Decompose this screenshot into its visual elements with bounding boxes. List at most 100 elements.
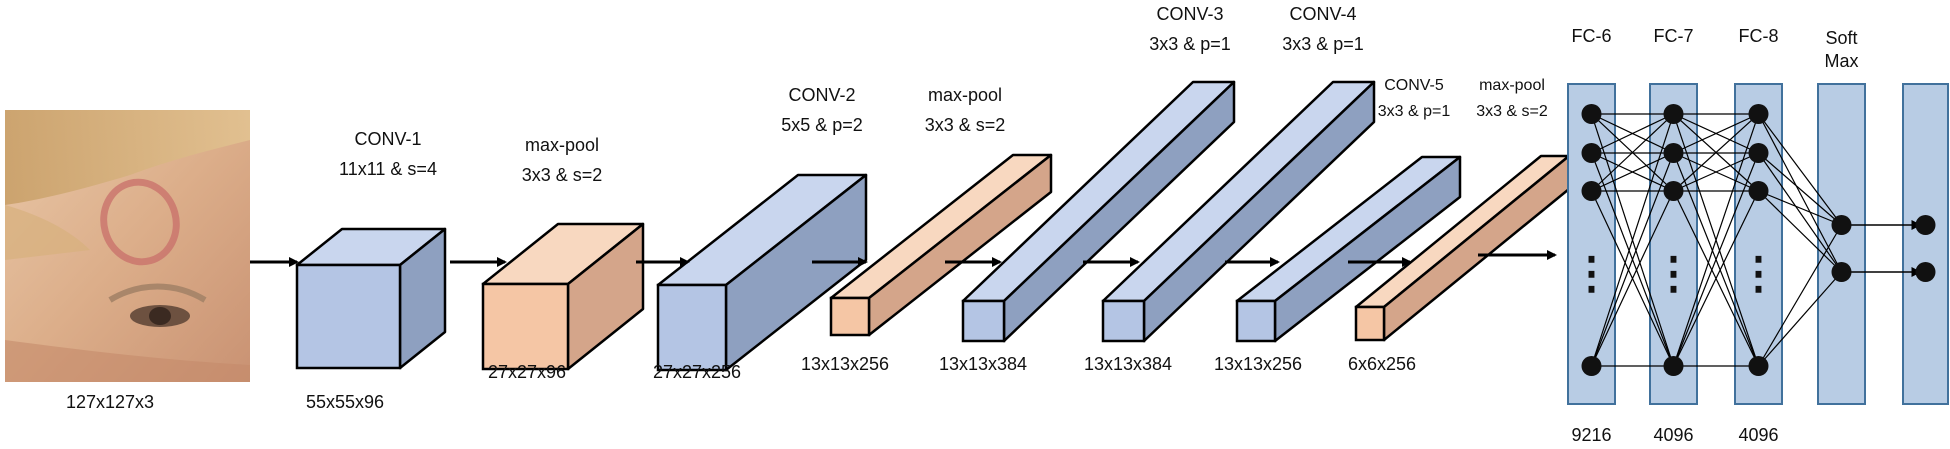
pool1-params: 3x3 & s=2 (522, 165, 603, 185)
conv5-title: CONV-5 (1384, 77, 1444, 94)
conv5-params: 3x3 & p=1 (1378, 103, 1451, 120)
fc6-neuron-2 (1581, 143, 1602, 163)
conv1-params: 11x11 & s=4 (339, 159, 437, 179)
fc-connection (1672, 113, 1760, 367)
fc-connection (1591, 152, 1674, 192)
fc6-column (1567, 83, 1616, 405)
softmax-neuron-1 (1831, 215, 1852, 235)
conv2-dims-label: 27x27x256 (653, 362, 741, 382)
fc6-neuron-3 (1581, 181, 1602, 201)
fc-connection (1758, 271, 1842, 367)
conv3-dims-label: 13x13x384 (939, 354, 1027, 374)
conv4-front-face (1101, 299, 1146, 343)
conv3-title: CONV-3 (1156, 4, 1223, 24)
fc-connection (1673, 113, 1759, 192)
input-dims-label: 127x127x3 (66, 392, 154, 412)
conv2-params: 5x5 & p=2 (781, 115, 863, 135)
fc6-title: FC-6 (1572, 26, 1612, 46)
fc6-ellipsis: ⋮ (1570, 249, 1614, 298)
fc7-neuron-3 (1663, 181, 1684, 201)
fc8-neuron-4 (1748, 356, 1769, 376)
layer-conv5: CONV-5 3x3 & p=1 13x13x256 (1214, 77, 1462, 374)
conv4-title: CONV-4 (1289, 4, 1356, 24)
layer-pool2: max-pool 3x3 & s=2 13x13x256 (801, 85, 1053, 374)
conv1-dims-label: 55x55x96 (306, 392, 384, 412)
layer-conv2: CONV-2 5x5 & p=2 27x27x256 (653, 85, 868, 382)
input-image (5, 110, 250, 382)
fc-connection (1590, 190, 1675, 367)
conv3-front-face (961, 299, 1006, 343)
softmax-column (1817, 83, 1866, 405)
arrows-group (250, 250, 1557, 267)
fc7-column (1649, 83, 1698, 405)
pool1-title: max-pool (525, 135, 599, 155)
conv1-front-face (295, 263, 402, 370)
fc-connection (1673, 152, 1759, 192)
pool3-title: max-pool (1479, 77, 1545, 94)
pool2-dims-label: 13x13x256 (801, 354, 889, 374)
pool2-front-face (829, 296, 871, 337)
layer-conv1: CONV-1 11x11 & s=4 55x55x96 (295, 129, 447, 412)
fc6-neuron-1 (1581, 104, 1602, 124)
fc-connection (1758, 190, 1842, 273)
fc-connection (1590, 152, 1675, 367)
fc7-neuron-4 (1663, 356, 1684, 376)
fc-connection (1591, 113, 1674, 154)
output-neuron-2 (1915, 262, 1936, 282)
fc-connection (1591, 113, 1674, 192)
conv2-title: CONV-2 (788, 85, 855, 105)
softmax-title-line-2: Max (1824, 51, 1858, 71)
fc8-neuron-1 (1748, 104, 1769, 124)
fc6-size-label: 9216 (1571, 425, 1611, 445)
fc-connection (1590, 113, 1675, 367)
layer-conv4: CONV-4 3x3 & p=1 13x13x384 (1084, 4, 1376, 374)
fc8-size-label: 4096 (1738, 425, 1778, 445)
conv4-params: 3x3 & p=1 (1282, 34, 1364, 54)
pool3-dims-label: 6x6x256 (1348, 354, 1416, 374)
layer-conv3: CONV-3 3x3 & p=1 13x13x384 (939, 4, 1236, 374)
conv3-params: 3x3 & p=1 (1149, 34, 1231, 54)
fc7-title: FC-7 (1654, 26, 1694, 46)
layer-pool3: max-pool 3x3 & s=2 6x6x256 (1348, 77, 1571, 374)
fc-connection (1672, 152, 1760, 367)
fc-connection (1757, 224, 1843, 367)
pool3-front-face (1354, 305, 1386, 342)
pool2-title: max-pool (928, 85, 1002, 105)
conv2-front-face (656, 283, 728, 372)
fc-connection (1673, 113, 1759, 154)
softmax-title-line-1: Soft (1825, 28, 1857, 48)
pool2-params: 3x3 & s=2 (925, 115, 1006, 135)
layers-group: CONV-1 11x11 & s=4 55x55x96 max-pool 3x3 & s… (295, 4, 1571, 412)
output-column (1902, 83, 1949, 405)
pool1-dims-label: 27x27x96 (488, 362, 566, 382)
fc7-neuron-1 (1663, 104, 1684, 124)
fc-connection (1672, 190, 1760, 367)
fc8-column (1734, 83, 1783, 405)
fc-connection (1758, 152, 1842, 273)
conv1-title: CONV-1 (354, 129, 421, 149)
fc-connection (1758, 190, 1842, 226)
fc8-neuron-2 (1748, 143, 1769, 163)
fc-connection (1758, 152, 1842, 226)
output-neuron-1 (1915, 215, 1936, 235)
pool3-params: 3x3 & s=2 (1476, 103, 1548, 120)
pool1-front-face (481, 282, 570, 371)
conv5-front-face (1235, 299, 1277, 343)
fc6-neuron-4 (1581, 356, 1602, 376)
fc7-size-label: 4096 (1653, 425, 1693, 445)
fc7-neuron-2 (1663, 143, 1684, 163)
fc8-neuron-3 (1748, 181, 1769, 201)
fc7-ellipsis: ⋮ (1652, 249, 1696, 298)
fc8-title: FC-8 (1739, 26, 1779, 46)
layer-pool1: max-pool 3x3 & s=2 27x27x96 (481, 135, 645, 382)
conv4-dims-label: 13x13x384 (1084, 354, 1172, 374)
softmax-neuron-2 (1831, 262, 1852, 282)
conv5-dims-label: 13x13x256 (1214, 354, 1302, 374)
fc8-ellipsis: ⋮ (1737, 249, 1781, 298)
fc-connection (1758, 113, 1842, 226)
fc-connection (1757, 113, 1843, 273)
